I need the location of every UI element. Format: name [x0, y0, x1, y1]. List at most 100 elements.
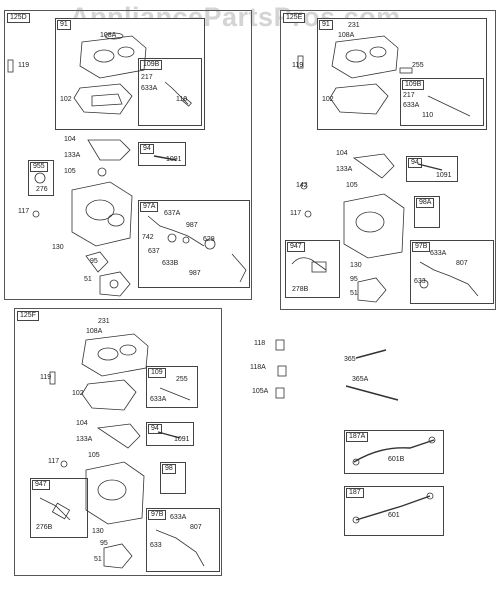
bolt-icon [32, 210, 40, 218]
choke-icon [96, 423, 141, 449]
part-label: 807 [456, 260, 468, 267]
part-label: 95 [100, 540, 108, 547]
part-label: 118A [250, 364, 266, 371]
solenoid-icon [291, 257, 327, 271]
part-label: 51 [350, 290, 358, 297]
part-label: 95 [90, 258, 98, 265]
part-label: 1091 [436, 172, 452, 179]
part-label: 633A [170, 514, 187, 521]
carburetor-cover-icon [81, 333, 149, 377]
part-label: 629 [203, 236, 215, 243]
fitting-icon [275, 387, 285, 399]
part-label: 110 [176, 96, 188, 103]
box-97a: 97A [138, 200, 250, 288]
part-label: 117 [290, 210, 302, 217]
box-98a: 98A [414, 196, 440, 228]
part-label: 105 [346, 182, 358, 189]
carburetor-body-icon [343, 193, 405, 259]
part-label: 601B [388, 456, 405, 463]
box-955: 955 [28, 160, 54, 196]
part-label: 255 [176, 376, 188, 383]
part-label: 365 [344, 356, 356, 363]
box-code: 91 [319, 20, 333, 30]
box-code: 98 [162, 464, 176, 474]
box-code: 97A [140, 202, 159, 212]
fitting-icon [275, 339, 285, 351]
lever-icon [419, 261, 479, 297]
part-label: 278B [292, 286, 309, 293]
part-label: 601 [388, 512, 400, 519]
screw-icon [297, 55, 304, 69]
spring-icon [159, 387, 191, 401]
part-label: 633A [403, 102, 420, 109]
part-label: 231 [348, 22, 360, 29]
part-label: 130 [350, 262, 362, 269]
carburetor-cover-icon [331, 35, 399, 79]
part-label: 255 [412, 62, 424, 69]
box-code: 94 [140, 144, 154, 154]
gasket-icon [81, 379, 137, 411]
panel-125f: 125F [14, 308, 222, 576]
part-label: 105A [252, 388, 269, 395]
box-code: 947 [287, 242, 305, 252]
part-label: 102 [60, 96, 72, 103]
box-97b: 97B [146, 508, 220, 572]
part-label: 108A [338, 32, 355, 39]
box-code: 187 [346, 488, 364, 498]
part-label: 633 [414, 278, 426, 285]
part-label: 633A [430, 250, 447, 257]
panel-code: 125E [283, 13, 306, 23]
valve-icon [153, 155, 177, 161]
part-label: 633A [150, 396, 167, 403]
box-code: 187A [346, 432, 369, 442]
bolt-icon [345, 385, 399, 401]
part-label: 1091 [174, 436, 190, 443]
box-109: 109 [146, 366, 198, 408]
spring-icon [164, 81, 189, 105]
flange-icon [357, 277, 387, 303]
linkage-icon [353, 439, 435, 463]
box-94: 94 [406, 156, 458, 182]
part-label: 118 [254, 340, 266, 347]
part-label: 633B [162, 260, 179, 267]
box-code: 94 [148, 424, 162, 434]
part-label: 987 [189, 270, 201, 277]
plug-icon [34, 172, 46, 184]
part-label: 276 [36, 186, 48, 193]
box-947: 947 [30, 478, 88, 538]
part-label: 365A [352, 376, 369, 383]
part-label: 1091 [166, 156, 182, 163]
choke-icon [352, 153, 395, 179]
part-label: 633 [150, 542, 162, 549]
box-code: 109B [402, 80, 425, 90]
part-label: 117 [18, 208, 30, 215]
fitting-icon [399, 67, 413, 74]
part-label: 108A [100, 32, 117, 39]
box-109b: 109B [400, 78, 484, 126]
box-947: 947 [285, 240, 340, 298]
box-code: 109 [148, 368, 166, 378]
box-98: 98 [160, 462, 186, 494]
part-label: 110 [422, 112, 434, 119]
box-187a: 187A [344, 430, 444, 474]
bolt-icon [355, 349, 387, 359]
part-label: 133A [76, 436, 93, 443]
carburetor-cover-icon [79, 35, 147, 79]
box-code: 97B [412, 242, 431, 252]
panel-125e: 125E [280, 10, 496, 310]
part-label: 105 [64, 168, 76, 175]
linkage-icon [355, 495, 431, 521]
flange-icon [99, 271, 131, 297]
fitting-icon [277, 365, 287, 377]
box-code: 98A [416, 198, 435, 208]
part-label: 119 [40, 374, 52, 381]
part-label: 231 [98, 318, 110, 325]
washer-icon [104, 32, 124, 40]
gasket-icon [73, 83, 133, 115]
box-code: 947 [32, 480, 50, 490]
box-code: 91 [57, 20, 71, 30]
part-label: 51 [94, 556, 102, 563]
part-label: 987 [186, 222, 198, 229]
part-label: 130 [52, 244, 64, 251]
